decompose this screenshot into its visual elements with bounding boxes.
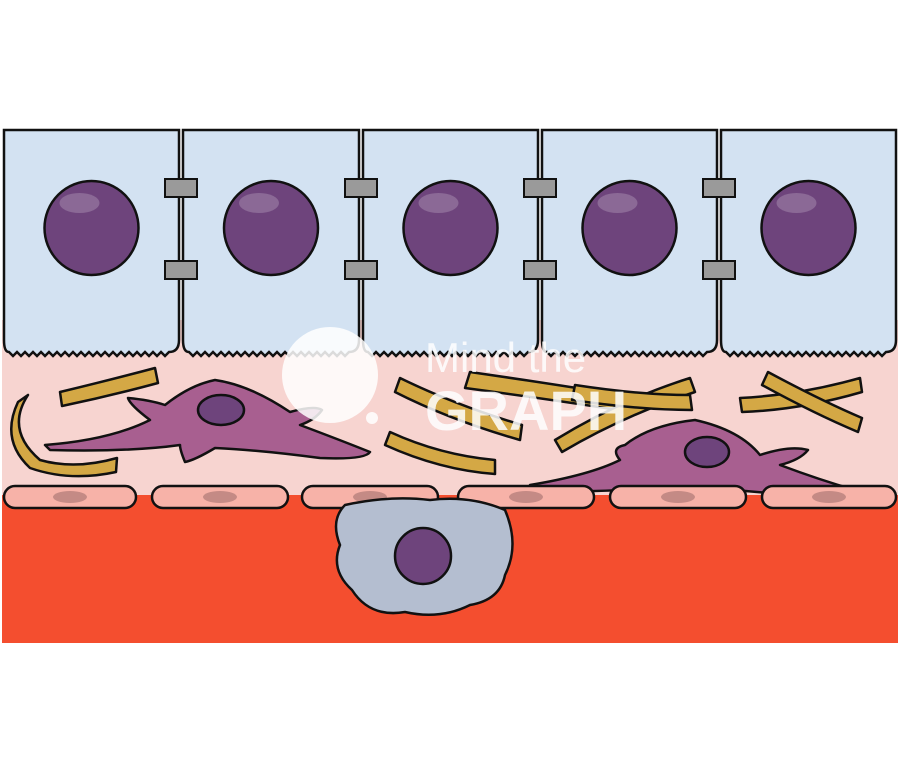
collagen-fiber bbox=[383, 430, 497, 476]
endothelial-nucleus bbox=[661, 491, 695, 503]
collagen-fiber bbox=[393, 376, 524, 442]
cell-junction bbox=[702, 260, 736, 280]
endothelial-nucleus bbox=[203, 491, 237, 503]
fibroblasts bbox=[43, 378, 857, 502]
fibroblast-nucleus bbox=[196, 393, 246, 427]
collagen-fiber bbox=[10, 393, 119, 478]
watermark-line2: GRAPH bbox=[425, 379, 627, 442]
epithelial-nucleus bbox=[222, 179, 320, 277]
cell-junction bbox=[164, 178, 198, 198]
nucleus-highlight bbox=[239, 193, 279, 213]
leukocyte bbox=[334, 497, 514, 617]
endothelial-nucleus bbox=[812, 491, 846, 503]
leukocyte-nucleus bbox=[393, 526, 453, 586]
collagen-fiber bbox=[58, 366, 160, 408]
epithelial-nucleus bbox=[402, 179, 499, 277]
epithelial-nucleus bbox=[43, 179, 140, 277]
fibroblast-nucleus bbox=[683, 435, 731, 469]
cell-junction bbox=[523, 260, 557, 280]
nucleus-highlight bbox=[597, 193, 638, 213]
cell-junction bbox=[523, 178, 557, 198]
nucleus-highlight bbox=[776, 193, 817, 213]
nucleus-highlight bbox=[59, 193, 100, 213]
epithelial-layer bbox=[2, 128, 898, 358]
cell-junction bbox=[344, 260, 378, 280]
collagen-fiber bbox=[570, 383, 694, 412]
cell-junction bbox=[702, 178, 736, 198]
collagen-fiber bbox=[760, 370, 864, 434]
epithelial-nucleus bbox=[581, 179, 678, 277]
cell-junction bbox=[164, 260, 198, 280]
collagen-fibers bbox=[10, 366, 864, 478]
nucleus-highlight bbox=[418, 193, 459, 213]
endothelial-nucleus bbox=[53, 491, 87, 503]
watermark-line1: Mind the bbox=[425, 334, 586, 381]
endothelial-nucleus bbox=[509, 491, 543, 503]
epithelial-nucleus bbox=[760, 179, 857, 277]
cell-junction bbox=[344, 178, 378, 198]
mind-the-graph-watermark: Mind the GRAPH bbox=[282, 327, 627, 442]
